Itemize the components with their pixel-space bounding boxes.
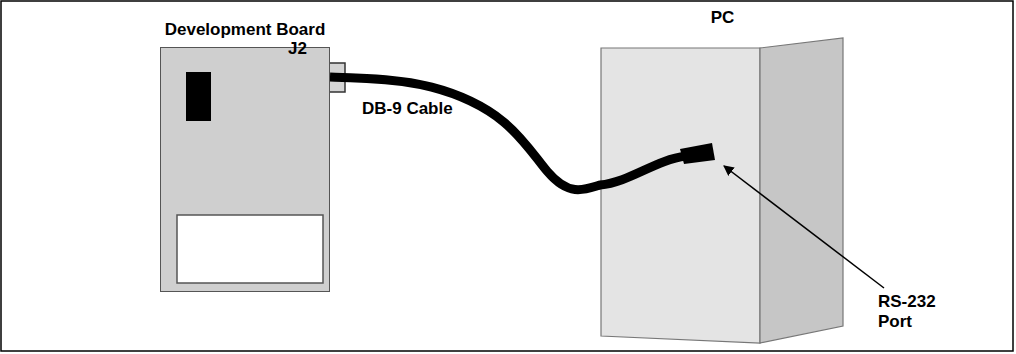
cable-plug [680,143,715,164]
pc-front [601,48,760,343]
cable-label: DB-9 Cable [362,99,453,119]
node-heading: PC [711,8,735,28]
node-heading: Development Board [165,20,326,40]
board-parts [161,48,331,293]
pc-side [760,38,843,343]
chip [186,72,211,121]
board-box: Development Board [160,47,330,292]
cable [330,77,600,190]
pc-tower: PC [600,36,845,345]
pc-outline [600,36,845,345]
leader-line [724,166,884,288]
cable-end [600,156,686,185]
part-name: J2 [288,39,307,59]
port-label: RS-232 Port [878,292,964,332]
board-panel [177,215,323,283]
